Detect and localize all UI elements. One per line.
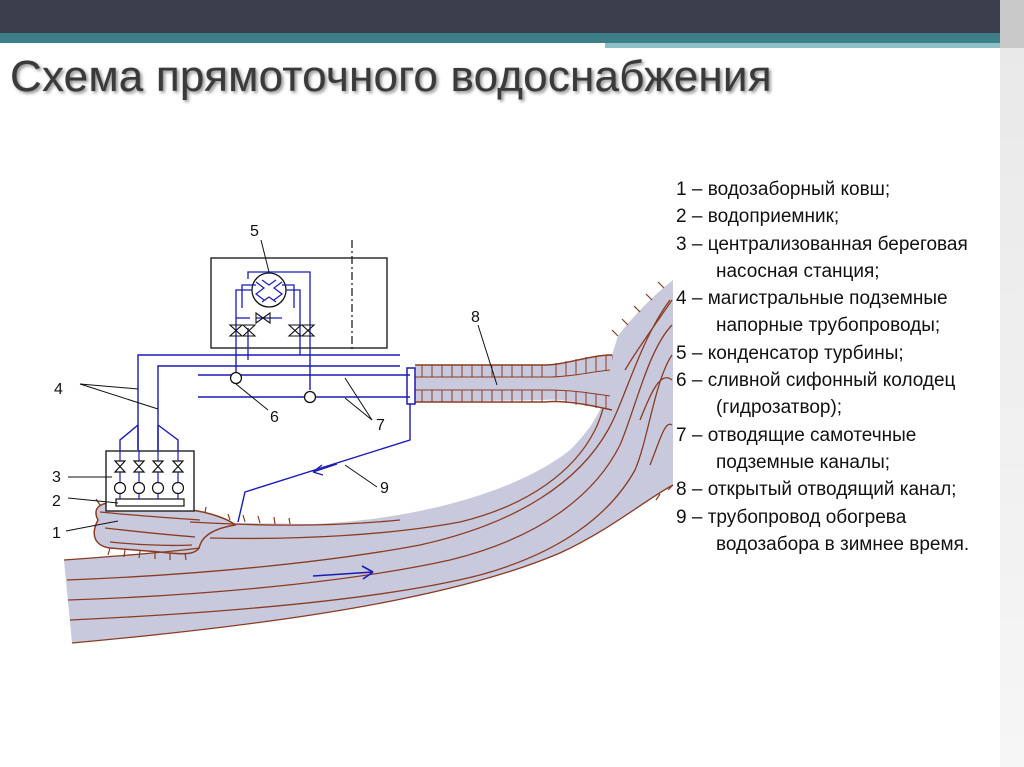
title-bar [0, 0, 1024, 48]
legend-item-7: 7 – отводящие самотечные подземные канал… [676, 424, 917, 473]
river-water [64, 280, 673, 643]
river-flow-lines [63, 299, 674, 644]
slide-title: Схема прямоточного водоснабжения [10, 52, 772, 101]
callout-8: 8 [471, 309, 480, 326]
legend-item-3: 3 – централизованная береговая насосная … [676, 233, 968, 282]
water-receiver [115, 498, 185, 507]
siphon-well [229, 371, 243, 385]
leader-lines [65, 239, 498, 532]
legend-list: 1 – водозаборный ковш; 2 – водоприемник;… [676, 176, 996, 558]
legend-item-8: 8 – открытый отводящий канал; [676, 479, 957, 501]
siphon-well [303, 390, 317, 404]
heating-pipeline-arrow [312, 463, 338, 476]
legend-item-1: 1 – водозаборный ковш; [676, 179, 891, 200]
pressure-pipelines [119, 354, 410, 450]
legend-item-6: 6 – сливной сифонный колодец (гидрозатво… [676, 370, 956, 419]
callout-4: 4 [54, 381, 63, 398]
title-bar-dark-band [0, 0, 1000, 33]
pump-units [113, 460, 185, 495]
callout-1: 1 [52, 525, 61, 542]
callout-2: 2 [52, 493, 61, 510]
turbine-condenser [251, 272, 287, 308]
callout-3: 3 [52, 469, 61, 486]
callout-7: 7 [376, 417, 385, 434]
legend-item-5: 5 – конденсатор турбины; [676, 342, 904, 364]
discharge-outlet [406, 367, 416, 405]
callout-5: 5 [250, 223, 259, 240]
river-flow-arrow [312, 565, 374, 580]
open-discharge-channel [415, 354, 613, 411]
title-bar-light-band [605, 43, 1000, 48]
turbine-building [210, 257, 388, 349]
slide-right-edge [1000, 48, 1024, 767]
legend-item-4: 4 – магистральные подземные напорные тру… [676, 288, 948, 337]
legend-item-2: 2 – водоприемник; [676, 206, 840, 228]
legend-item-9: 9 – трубопровод обогрева водозабора в зи… [676, 506, 970, 555]
title-bar-corner [1000, 0, 1024, 48]
heating-pipeline [237, 404, 411, 523]
callout-9: 9 [380, 480, 389, 497]
condenser-piping [235, 271, 311, 360]
condenser-valves [228, 311, 316, 337]
pump-piping [119, 450, 179, 499]
water-supply-diagram: 1 2 3 4 5 6 7 8 9 [52, 223, 674, 644]
callout-6: 6 [270, 409, 279, 426]
title-bar-teal-band [0, 33, 1000, 43]
